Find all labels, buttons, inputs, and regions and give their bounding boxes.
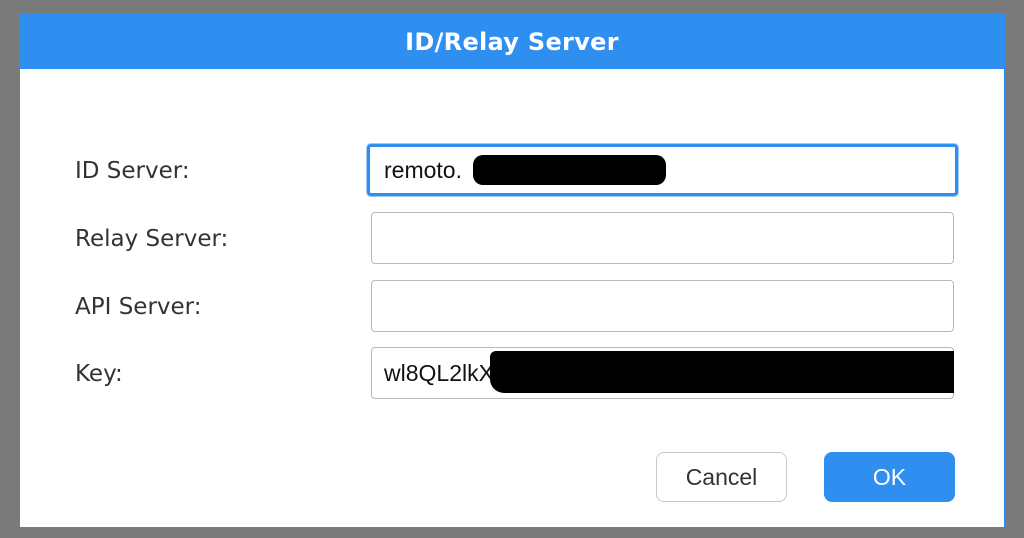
relay-server-label: Relay Server: — [75, 226, 229, 252]
id-server-row: ID Server: — [20, 144, 1004, 198]
api-server-label: API Server: — [75, 294, 202, 320]
dialog-title: ID/Relay Server — [405, 27, 619, 56]
cancel-button[interactable]: Cancel — [656, 452, 787, 502]
ok-button[interactable]: OK — [824, 452, 955, 502]
redaction-mark — [473, 155, 666, 185]
relay-server-input[interactable] — [371, 212, 954, 264]
dialog-titlebar: ID/Relay Server — [20, 14, 1004, 69]
api-server-row: API Server: — [20, 280, 1004, 334]
server-settings-dialog: ID/Relay Server ID Server: Relay Server:… — [19, 13, 1005, 528]
relay-server-row: Relay Server: — [20, 212, 1004, 266]
api-server-input[interactable] — [371, 280, 954, 332]
key-row: Key: — [20, 347, 1004, 401]
key-label: Key: — [75, 361, 123, 387]
id-server-label: ID Server: — [75, 158, 190, 184]
redaction-mark — [490, 351, 954, 393]
